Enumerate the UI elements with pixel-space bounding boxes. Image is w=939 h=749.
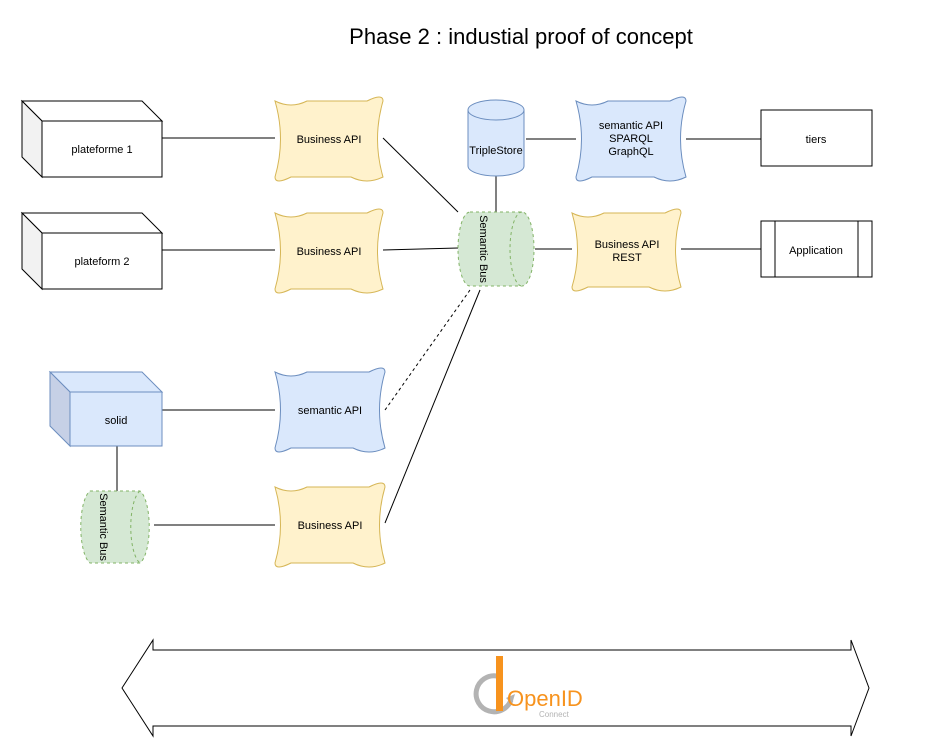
business-api-1: Business API [274,96,384,182]
plateforme1-node: plateforme 1 [20,99,164,179]
openid-connect-logo: OpenID Connect [473,656,583,719]
plateforme1-label: plateforme 1 [71,144,132,156]
openid-logo-text: OpenID [507,686,583,711]
business-api-rest-line1: Business API [595,239,660,251]
semantic-bus-main: Semantic Bus [457,211,535,287]
semantic-api-right-line2: SPARQL [609,133,653,145]
solid-label: solid [105,415,128,427]
edge-businessapi2-bus [382,247,459,251]
business-api-3: Business API [274,482,386,568]
semantic-api-right: semantic API SPARQL GraphQL [575,96,687,182]
tiers-label: tiers [806,134,827,146]
connections [116,137,761,526]
tiers-node: tiers [760,109,873,167]
semantic-bus-main-label: Semantic Bus [477,215,489,283]
openid-ring-icon [473,673,514,715]
edge-businessapi3-bus [384,289,481,524]
openid-bar-icon [496,656,503,711]
openid-logo-subtext: Connect [539,710,570,719]
business-api-rest-line2: REST [612,252,642,264]
openid-double-arrow [121,638,870,738]
diagram-title: Phase 2 : industial proof of concept [349,24,693,49]
semantic-api-left: semantic API [274,367,386,453]
triplestore-node: TripleStore [467,99,525,177]
semantic-bus-small: Semantic Bus [80,490,150,564]
triplestore-label: TripleStore [469,145,522,157]
solid-node: solid [48,370,164,448]
business-api-2-label: Business API [297,246,362,258]
application-node: Application [760,220,873,278]
business-api-3-label: Business API [298,520,363,532]
semantic-api-right-line3: GraphQL [608,146,653,158]
edge-businessapi1-bus [382,137,459,213]
semantic-bus-small-label: Semantic Bus [97,493,109,561]
application-label: Application [789,245,843,257]
semantic-api-left-label: semantic API [298,405,362,417]
plateform2-node: plateform 2 [20,211,164,291]
business-api-2: Business API [274,208,384,294]
openid-arrow-icon [506,694,515,704]
business-api-1-label: Business API [297,134,362,146]
business-api-rest: Business API REST [571,208,682,292]
semantic-api-right-line1: semantic API [599,120,663,132]
edge-semanticapi-bus-dashed [384,289,471,411]
plateform2-label: plateform 2 [74,256,129,268]
